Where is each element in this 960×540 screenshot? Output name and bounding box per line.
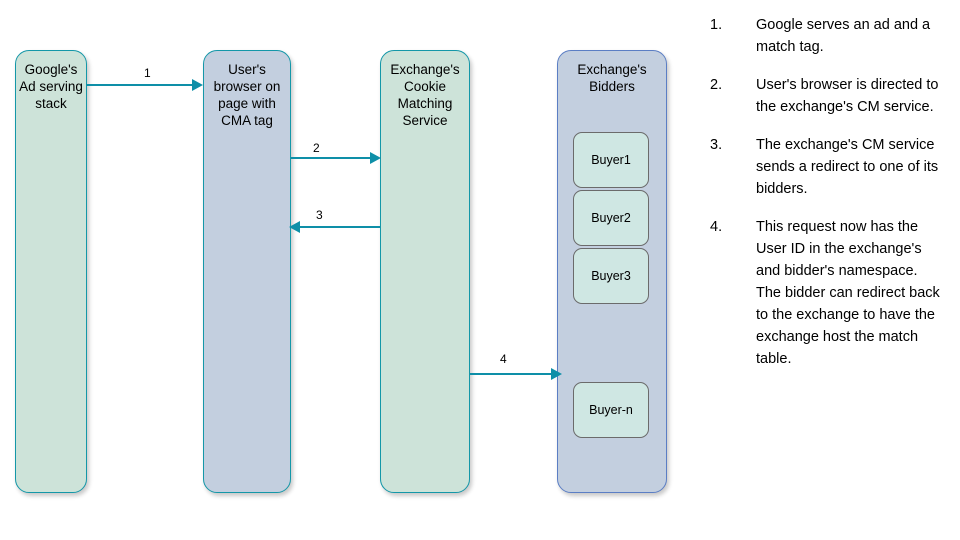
lane-google-ad-serving-stack: Google's Ad serving stack: [15, 50, 87, 493]
arrow-2-label: 2: [313, 141, 320, 155]
buyer-label-n: Buyer-n: [589, 403, 633, 417]
step-number-4: 4.: [710, 219, 723, 235]
arrow-3-label: 3: [316, 208, 323, 222]
lane-title-user-browser: User's browser on page with CMA tag: [213, 62, 281, 128]
buyer-box-n[interactable]: Buyer-n: [573, 382, 649, 438]
step-item-2: 2. User's browser is directed to the exc…: [706, 74, 946, 118]
buyer-label-2: Buyer2: [591, 211, 631, 225]
arrow-1-label: 1: [144, 66, 151, 80]
lane-title-exchange-bidders: Exchange's Bidders: [577, 62, 647, 94]
arrow-1-line: [86, 84, 198, 87]
arrow-4-label: 4: [500, 352, 507, 366]
buyer-box-1[interactable]: Buyer1: [573, 132, 649, 188]
buyer-box-2[interactable]: Buyer2: [573, 190, 649, 246]
step-text-4: This request now has the User ID in the …: [756, 219, 940, 367]
arrow-3-line: [299, 226, 380, 229]
step-item-3: 3. The exchange's CM service sends a red…: [706, 134, 946, 200]
step-text-2: User's browser is directed to the exchan…: [756, 77, 939, 115]
step-number-1: 1.: [710, 17, 723, 33]
step-number-3: 3.: [710, 137, 723, 153]
buyer-label-3: Buyer3: [591, 269, 631, 283]
step-number-2: 2.: [710, 77, 723, 93]
step-item-4: 4. This request now has the User ID in t…: [706, 216, 946, 370]
arrow-1-head-icon: [192, 79, 203, 91]
lane-title-google-ad-serving-stack: Google's Ad serving stack: [19, 62, 83, 111]
step-item-1: 1. Google serves an ad and a match tag.: [706, 14, 946, 58]
arrow-2-head-icon: [370, 152, 381, 164]
arrow-3-head-icon: [289, 221, 300, 233]
steps-list: 1. Google serves an ad and a match tag. …: [706, 14, 946, 386]
lane-exchange-cookie-matching-service: Exchange's Cookie Matching Service: [380, 50, 470, 493]
buyer-box-3[interactable]: Buyer3: [573, 248, 649, 304]
step-text-1: Google serves an ad and a match tag.: [756, 17, 931, 55]
buyer-label-1: Buyer1: [591, 153, 631, 167]
step-text-3: The exchange's CM service sends a redire…: [756, 137, 939, 197]
arrow-2-line: [291, 157, 376, 160]
lane-title-exchange-cookie-matching-service: Exchange's Cookie Matching Service: [390, 62, 460, 128]
lane-user-browser: User's browser on page with CMA tag: [203, 50, 291, 493]
arrow-4-line: [470, 373, 556, 376]
arrow-4-head-icon: [551, 368, 562, 380]
